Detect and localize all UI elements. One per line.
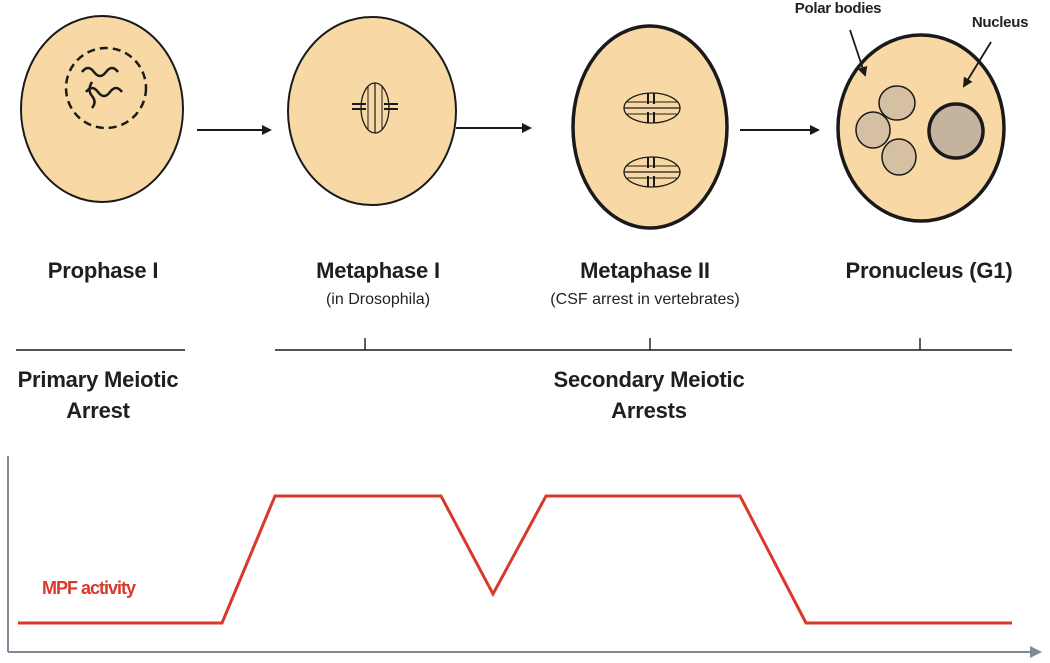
spindle-top xyxy=(623,92,681,124)
nucleus-pointer xyxy=(962,41,992,88)
secondary-arrest-line1: Secondary Meiotic xyxy=(553,367,745,392)
metaphase-one-cell xyxy=(287,16,457,206)
stage-title-prophase: Prophase I xyxy=(47,258,159,283)
nucleus-label: Nucleus xyxy=(971,14,1029,31)
polar-bodies-label: Polar bodies xyxy=(794,0,882,17)
chromosome-squiggle xyxy=(85,86,123,98)
polar-bodies-pointer xyxy=(849,29,868,77)
polar-body xyxy=(881,138,917,176)
primary-arrest-line2: Arrest xyxy=(66,398,130,423)
stage-subtitle-metaphase-one: (in Drosophila) xyxy=(325,291,431,308)
mpf-activity-trace xyxy=(18,494,1012,625)
polar-body xyxy=(878,85,916,121)
mpf-activity-label: MPF activity xyxy=(42,578,136,598)
pronucleus-cell xyxy=(836,33,1006,223)
nucleus xyxy=(927,102,985,160)
secondary-arrest-label: Secondary Meiotic Arrests xyxy=(554,364,745,426)
stage-title-pronucleus: Pronucleus (G1) xyxy=(845,258,1013,283)
stage-subtitle-metaphase-two: (CSF arrest in vertebrates) xyxy=(550,291,740,308)
primary-arrest-label: Primary Meiotic Arrest xyxy=(18,364,179,426)
chromosome-bars xyxy=(352,103,398,110)
metaphase-two-cell xyxy=(571,24,729,230)
stage-title-metaphase-two: Metaphase II xyxy=(580,258,710,283)
stage-title-metaphase-one: Metaphase I xyxy=(316,258,440,283)
chromosome-squiggle xyxy=(88,81,96,109)
chromosome-squiggle xyxy=(81,66,119,78)
primary-arrest-line1: Primary Meiotic xyxy=(17,367,179,392)
polar-body xyxy=(855,111,891,149)
secondary-arrest-line2: Arrests xyxy=(611,398,687,423)
nucleus-dashed-outline xyxy=(64,46,148,130)
prophase-cell xyxy=(20,15,184,203)
spindle-bottom xyxy=(623,156,681,188)
